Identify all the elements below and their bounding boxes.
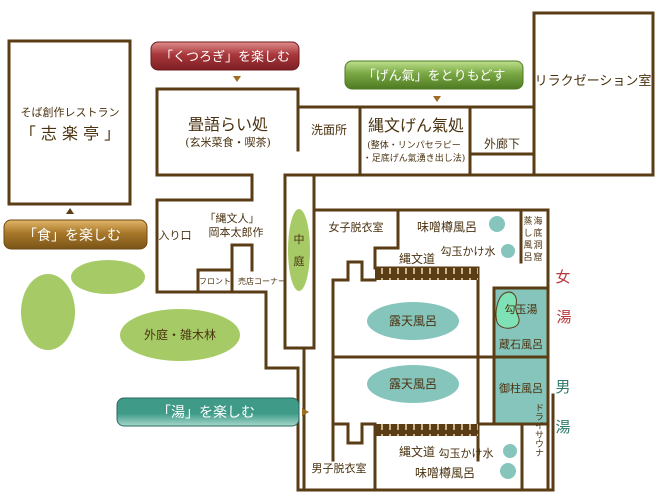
svg-text:「食」を楽しむ: 「食」を楽しむ: [23, 227, 121, 244]
courtyard-label-1: 中: [294, 233, 305, 246]
courtyard-area[interactable]: [288, 209, 310, 291]
men-open-air-label: 露天風呂: [389, 377, 437, 391]
svg-text:底: 底: [533, 227, 542, 239]
storehouse-stone-label: 蔵石風呂: [499, 338, 543, 351]
men-magatama-water-basin[interactable]: [503, 444, 517, 458]
relaxation-label: リラクゼーション室: [535, 73, 652, 89]
genki-room-note1: (整体・リンパセラピー: [367, 139, 461, 151]
men-jomon-path-label: 縄文道: [399, 444, 435, 459]
women-miso-bath-tub[interactable]: [489, 216, 505, 232]
magatama-bath-label: 勾玉湯: [505, 303, 538, 316]
women-locker-wall: [331, 260, 377, 307]
svg-text:蒸: 蒸: [523, 215, 532, 227]
magatama-bath[interactable]: [495, 291, 520, 329]
tatami-note: (玄米菜食・喫茶): [185, 135, 271, 149]
bath-button[interactable]: 「湯」を楽しむ: [116, 397, 300, 427]
women-magatama-water-label: 勾玉かけ水: [441, 245, 496, 258]
arrow-down-icon: [433, 96, 441, 102]
svg-text:「くつろぎ」を楽しむ: 「くつろぎ」を楽しむ: [160, 49, 290, 65]
arrow-down-icon: [233, 76, 241, 82]
front-desk-label[interactable]: フロント: [199, 277, 231, 286]
svg-text:「湯」を楽しむ: 「湯」を楽しむ: [157, 404, 255, 421]
entrance-label: 入り口: [159, 229, 192, 242]
tatami-label: 畳語らい処: [188, 115, 268, 134]
men-magatama-water-label: 勾玉かけ水: [439, 447, 494, 460]
women-changing-label: 女子脱衣室: [329, 220, 384, 234]
men-miso-bath-label: 味噌樽風呂: [415, 465, 475, 480]
artwork-line2: 岡本太郎作: [209, 225, 264, 239]
arrow-up-icon: [66, 208, 74, 214]
restaurant-name: 「 志 楽 亭 」: [20, 124, 120, 143]
courtyard-label-2: 庭: [294, 254, 305, 268]
men-changing-label: 男子脱衣室: [312, 461, 367, 475]
garden-ellipse-tall: [21, 274, 75, 350]
dry-sauna-label[interactable]: ドライサウナ: [533, 403, 544, 457]
outer-garden-label: 外庭・雑木林: [144, 327, 216, 342]
shop-label[interactable]: 売店コーナー: [238, 276, 286, 286]
men-bath-label-1: 男: [555, 378, 570, 396]
food-button[interactable]: 「食」を楽しむ: [3, 219, 148, 250]
washroom-label: 洗面所: [311, 123, 347, 137]
artwork-line1: 「縄文人」: [205, 211, 260, 225]
pillar-bath[interactable]: [492, 355, 550, 426]
women-bath-label-2: 湯: [556, 308, 571, 326]
women-magatama-water-basin[interactable]: [501, 244, 515, 258]
arrow-right-icon: [302, 408, 309, 416]
men-bath-label-2: 湯: [555, 418, 570, 436]
svg-text:呂: 呂: [523, 252, 532, 263]
steam-cave-label: 海 底 洞 窟 蒸 し 風 呂: [523, 215, 542, 263]
women-jomon-path-label: 縄文道: [399, 251, 435, 266]
garden-ellipse-small: [71, 260, 145, 294]
restaurant-subtitle: そば創作レストラン: [21, 105, 120, 119]
relaxation-room[interactable]: [532, 11, 655, 177]
restaurant-room[interactable]: [7, 39, 132, 206]
women-bath-label-1: 女: [555, 268, 570, 286]
women-changing-wall: [373, 208, 480, 462]
genki-button[interactable]: 「げん氣」をとりもどす: [344, 60, 524, 90]
wall-front: [196, 243, 254, 294]
women-jomon-path: [375, 268, 478, 280]
relax-button[interactable]: 「くつろぎ」を楽しむ: [150, 41, 300, 71]
svg-text:「げん氣」をとりもどす: 「げん氣」をとりもどす: [363, 69, 506, 84]
corridor-label: 外廊下: [484, 136, 520, 151]
svg-text:海: 海: [533, 215, 542, 227]
svg-text:洞: 洞: [533, 240, 542, 251]
open-air-wall: [331, 281, 496, 462]
women-miso-bath-label: 味噌樽風呂: [417, 219, 477, 234]
men-open-air-bath[interactable]: [367, 365, 459, 403]
pillar-bath-label: 御柱風呂: [499, 381, 543, 395]
women-open-air-label: 露天風呂: [389, 314, 437, 328]
svg-text:窟: 窟: [533, 251, 542, 263]
genki-room-label: 縄文げん氣処: [368, 116, 464, 135]
genki-room-note2: ・足底げん氣湧き出し法): [363, 152, 466, 164]
svg-text:し: し: [523, 228, 532, 239]
outer-garden-area[interactable]: [120, 309, 240, 361]
svg-text:風: 風: [523, 240, 532, 251]
women-open-air-bath[interactable]: [367, 302, 459, 340]
men-miso-bath-tub[interactable]: [500, 463, 516, 479]
men-jomon-path: [375, 424, 478, 436]
